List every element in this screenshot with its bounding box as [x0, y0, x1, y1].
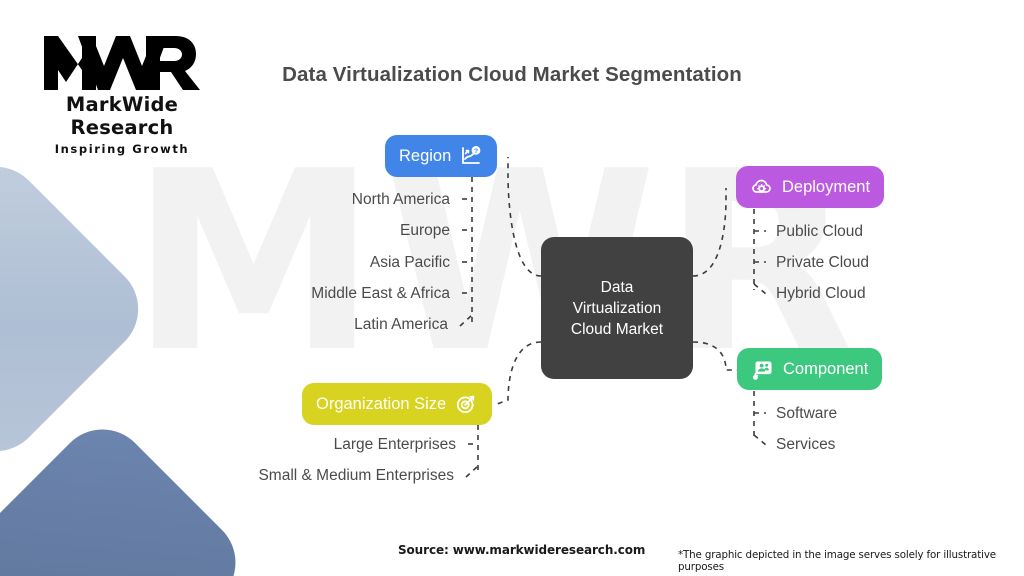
leaf-label: Hybrid Cloud [776, 285, 866, 302]
leaf-region-2[interactable]: Asia Pacific [150, 254, 450, 272]
leaf-component-0[interactable]: Software [776, 405, 837, 423]
badge-label-component: Component [783, 359, 869, 378]
leaf-label: Latin America [354, 316, 448, 333]
leaf-region-3[interactable]: Middle East & Africa [150, 285, 450, 303]
leaf-label: Services [776, 436, 836, 453]
branch-badge-deployment[interactable]: Deployment [736, 166, 885, 208]
leaf-label: Middle East & Africa [311, 285, 450, 302]
analytics-chart-icon: ? [462, 146, 481, 164]
central-node[interactable]: Data Virtualization Cloud Market [541, 237, 693, 379]
leaf-label: Software [776, 405, 838, 422]
leaf-orgsize-1[interactable]: Small & Medium Enterprises [160, 467, 454, 485]
leaf-label: Large Enterprises [333, 436, 456, 453]
footer-source[interactable]: Source: www.markwideresearch.com [398, 543, 646, 557]
leaf-label: Private Cloud [776, 254, 870, 271]
leaf-deployment-2[interactable]: Hybrid Cloud [776, 285, 866, 303]
footer-disclaimer: *The graphic depicted in the image serve… [678, 549, 996, 573]
badge-label-organization-size: Organization Size [316, 394, 447, 413]
central-node-label: Data Virtualization Cloud Market [570, 278, 664, 338]
logo-company-name: MarkWide Research [65, 93, 179, 139]
badge-label-region: Region [399, 146, 452, 165]
logo-tagline: Inspiring Growth [54, 142, 190, 156]
page-title: Data Virtualization Cloud Market Segment… [282, 63, 742, 86]
leaf-label: Public Cloud [776, 223, 864, 240]
mwr-monogram-icon [44, 36, 200, 90]
leaf-label: Small & Medium Enterprises [258, 467, 454, 484]
branch-badge-component[interactable]: Component [737, 348, 883, 390]
target-arrow-icon [457, 395, 475, 414]
branch-badge-region[interactable]: Region ? [385, 135, 498, 177]
leaf-label: Asia Pacific [369, 254, 450, 271]
svg-text:?: ? [474, 148, 478, 155]
leaf-region-0[interactable]: North America [150, 191, 450, 209]
leaf-label: Europe [400, 222, 450, 239]
leaf-deployment-1[interactable]: Private Cloud [776, 254, 869, 272]
brand-logo: MarkWide Research Inspiring Growth [22, 30, 222, 156]
badge-label-deployment: Deployment [782, 177, 871, 196]
leaf-label: North America [351, 191, 450, 208]
leaf-region-4[interactable]: Latin America [150, 316, 448, 334]
branch-badge-organization-size[interactable]: Organization Size [302, 383, 493, 425]
leaf-region-1[interactable]: Europe [150, 222, 450, 240]
leaf-deployment-0[interactable]: Public Cloud [776, 223, 863, 241]
leaf-component-1[interactable]: Services [776, 436, 835, 454]
user-group-card-icon [752, 361, 772, 380]
leaf-orgsize-0[interactable]: Large Enterprises [160, 436, 456, 454]
cloud-gear-icon [752, 179, 771, 194]
